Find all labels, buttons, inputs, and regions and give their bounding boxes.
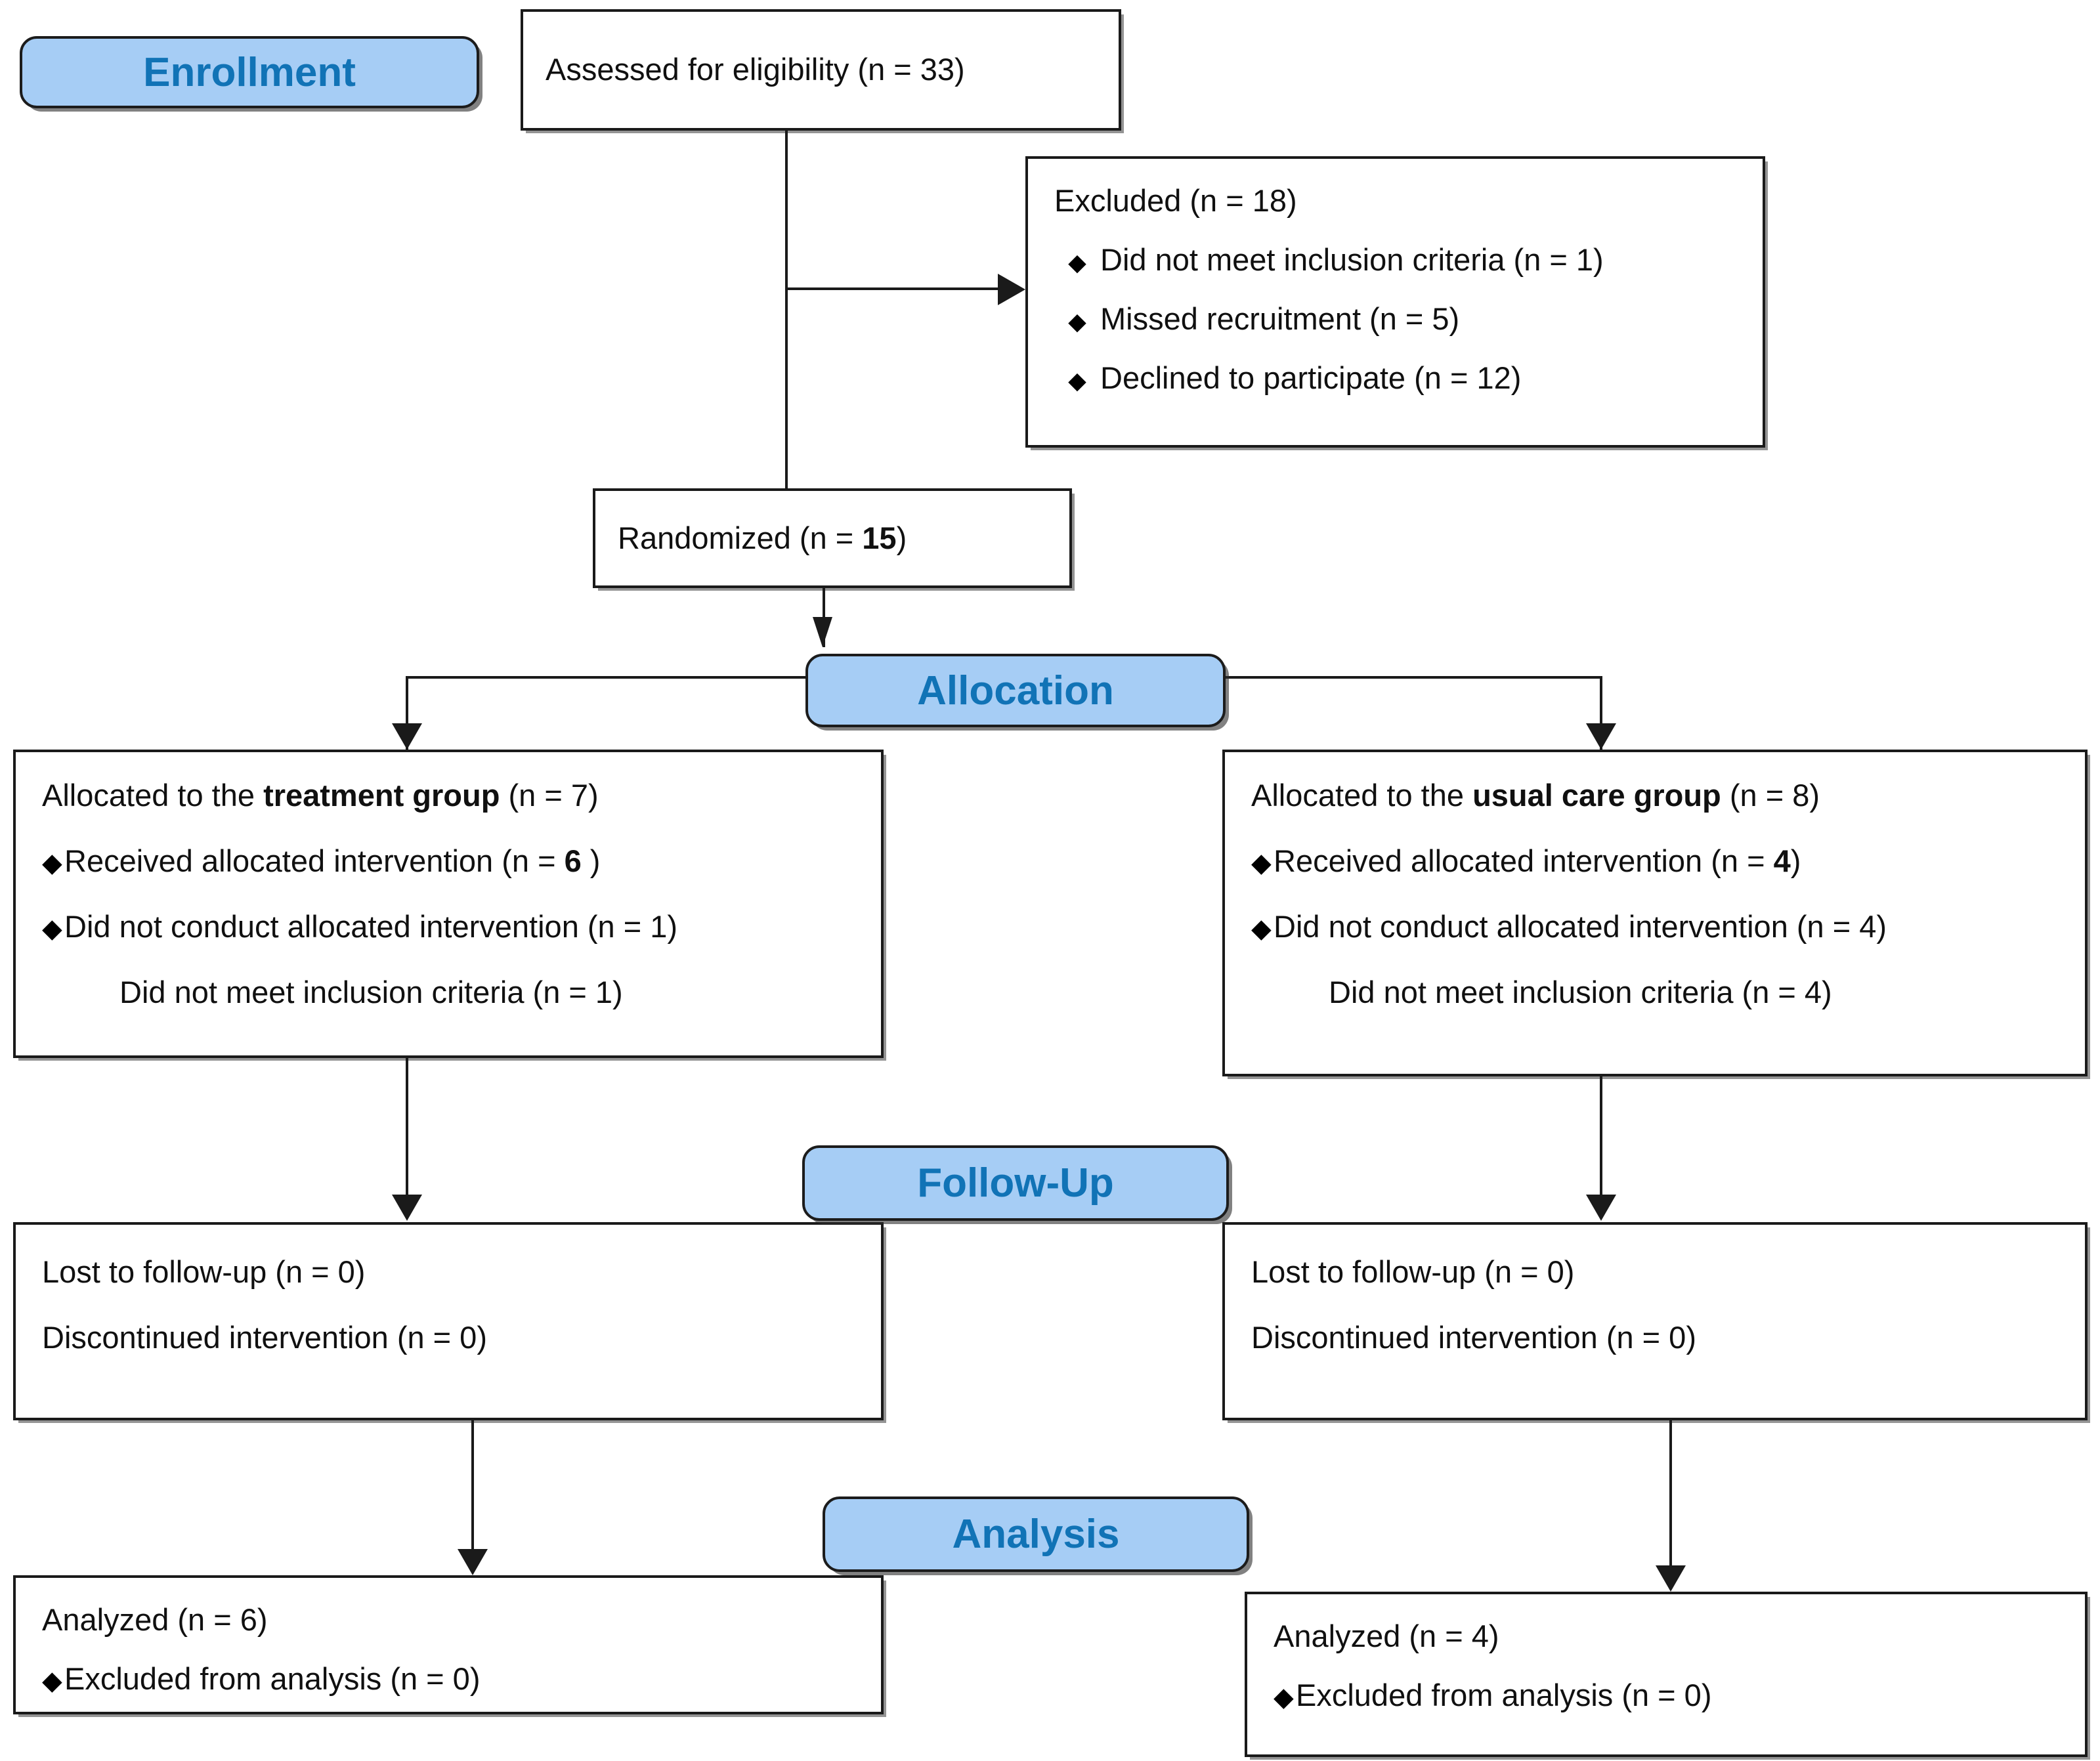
excluded-reason-2: Missed recruitment (n = 5) (1100, 301, 1460, 337)
phase-pill-enrollment: Enrollment (20, 36, 479, 108)
allocated-treatment-received-row: ◆Received allocated intervention (n = 6 … (42, 841, 855, 881)
allocated-treatment-title-suffix: (n = 7) (500, 778, 599, 813)
bullet-icon: ◆ (1274, 1683, 1294, 1712)
followup-left-discontinued: Discontinued intervention (n = 0) (42, 1320, 487, 1355)
phase-label-analysis: Analysis (952, 1512, 1120, 1557)
allocated-treatment-group: treatment group (263, 778, 500, 813)
bullet-icon: ◆ (1068, 308, 1086, 335)
connector-allocation-left-drop (406, 676, 408, 752)
randomized-prefix: Randomized (n = (618, 520, 863, 555)
allocated-usual-title: Allocated to the usual care group (n = 8… (1251, 776, 2059, 815)
analysis-right-excluded-row: ◆Excluded from analysis (n = 0) (1274, 1676, 2059, 1715)
box-followup-left: Lost to follow-up (n = 0) Discontinued i… (13, 1222, 884, 1420)
bullet-icon: ◆ (42, 849, 62, 878)
randomized-value: 15 (862, 520, 897, 555)
bullet-icon: ◆ (1068, 249, 1086, 276)
phase-pill-followup: Follow-Up (802, 1145, 1229, 1221)
allocated-treatment-received-value: 6 (564, 843, 582, 879)
box-analysis-left: Analyzed (n = 6) ◆Excluded from analysis… (13, 1575, 884, 1714)
randomized-suffix: ) (896, 520, 907, 555)
connector-followup-right-to-analysis (1669, 1420, 1672, 1568)
arrow-analysis-right (1656, 1565, 1686, 1592)
phase-pill-allocation: Allocation (805, 654, 1226, 727)
connector-alloc-right-to-followup (1600, 1076, 1602, 1196)
connector-allocation-right-drop (1600, 676, 1602, 752)
allocated-treatment-received-suffix: ) (581, 843, 601, 879)
excluded-reason-row: ◆ Missed recruitment (n = 5) (1054, 299, 1736, 339)
allocated-usual-notconducted-row: ◆Did not conduct allocated intervention … (1251, 907, 2059, 946)
allocated-usual-notconducted-reason: Did not meet inclusion criteria (n = 4) (1329, 975, 1832, 1010)
excluded-reason-row: ◆ Declined to participate (n = 12) (1054, 358, 1736, 398)
followup-right-discontinued: Discontinued intervention (n = 0) (1251, 1320, 1696, 1355)
randomized-text: Randomized (n = 15) (618, 519, 907, 558)
box-randomized: Randomized (n = 15) (593, 488, 1072, 588)
box-analysis-right: Analyzed (n = 4) ◆Excluded from analysis… (1245, 1592, 2088, 1757)
allocated-usual-title-prefix: Allocated to the (1251, 778, 1473, 813)
allocated-usual-title-suffix: (n = 8) (1721, 778, 1820, 813)
connector-to-excluded (785, 287, 1000, 290)
phase-label-enrollment: Enrollment (143, 49, 356, 95)
allocated-usual-notconducted: Did not conduct allocated intervention (… (1274, 909, 1887, 944)
bullet-icon: ◆ (1251, 914, 1272, 944)
box-excluded: Excluded (n = 18) ◆ Did not meet inclusio… (1025, 156, 1765, 448)
bullet-icon: ◆ (42, 914, 62, 944)
arrow-randomized-down (813, 617, 832, 647)
allocated-treatment-title-prefix: Allocated to the (42, 778, 264, 813)
excluded-title: Excluded (n = 18) (1054, 183, 1297, 218)
bullet-icon: ◆ (42, 1666, 62, 1696)
arrow-analysis-left (458, 1549, 488, 1575)
allocated-treatment-notconducted: Did not conduct allocated intervention (… (64, 909, 678, 944)
analysis-left-excluded-row: ◆Excluded from analysis (n = 0) (42, 1659, 855, 1699)
allocated-treatment-notconducted-row: ◆Did not conduct allocated intervention … (42, 907, 855, 946)
connector-followup-left-to-analysis (471, 1420, 474, 1552)
connector-assessed-to-randomized (785, 131, 788, 488)
phase-pill-analysis: Analysis (823, 1496, 1249, 1572)
arrow-followup-left (392, 1195, 422, 1221)
box-allocated-usual-care: Allocated to the usual care group (n = 8… (1222, 750, 2088, 1076)
analysis-right-analyzed: Analyzed (n = 4) (1274, 1619, 1499, 1653)
box-followup-right: Lost to follow-up (n = 0) Discontinued i… (1222, 1222, 2088, 1420)
excluded-reason-3: Declined to participate (n = 12) (1100, 360, 1522, 396)
allocated-usual-received-suffix: ) (1790, 843, 1801, 879)
arrow-allocation-left (392, 723, 422, 750)
arrow-to-excluded (998, 274, 1025, 305)
arrow-allocation-right (1586, 723, 1616, 750)
allocated-usual-received-row: ◆Received allocated intervention (n = 4) (1251, 841, 2059, 881)
phase-label-followup: Follow-Up (917, 1160, 1114, 1206)
allocated-usual-group: usual care group (1472, 778, 1721, 813)
analysis-left-analyzed: Analyzed (n = 6) (42, 1602, 268, 1637)
box-assessed-for-eligibility: Assessed for eligibility (n = 33) (521, 9, 1121, 131)
bullet-icon: ◆ (1068, 367, 1086, 394)
allocated-usual-received-value: 4 (1773, 843, 1791, 879)
arrow-followup-right (1586, 1195, 1616, 1221)
assessed-text: Assessed for eligibility (n = 33) (546, 52, 965, 87)
connector-alloc-left-to-followup (406, 1058, 408, 1196)
excluded-reason-1: Did not meet inclusion criteria (n = 1) (1100, 242, 1604, 278)
followup-left-lost: Lost to follow-up (n = 0) (42, 1254, 366, 1289)
box-allocated-treatment: Allocated to the treatment group (n = 7)… (13, 750, 884, 1058)
excluded-reason-row: ◆ Did not meet inclusion criteria (n = 1) (1054, 240, 1736, 280)
analysis-right-excluded: Excluded from analysis (n = 0) (1296, 1678, 1712, 1713)
phase-label-allocation: Allocation (917, 668, 1114, 713)
bullet-icon: ◆ (1251, 849, 1272, 878)
allocated-usual-received-prefix: Received allocated intervention (n = (1274, 843, 1774, 879)
followup-right-lost: Lost to follow-up (n = 0) (1251, 1254, 1575, 1289)
allocated-treatment-title: Allocated to the treatment group (n = 7) (42, 776, 855, 815)
allocated-treatment-received-prefix: Received allocated intervention (n = (64, 843, 565, 879)
allocated-treatment-notconducted-reason: Did not meet inclusion criteria (n = 1) (119, 975, 623, 1010)
analysis-left-excluded: Excluded from analysis (n = 0) (64, 1661, 481, 1697)
